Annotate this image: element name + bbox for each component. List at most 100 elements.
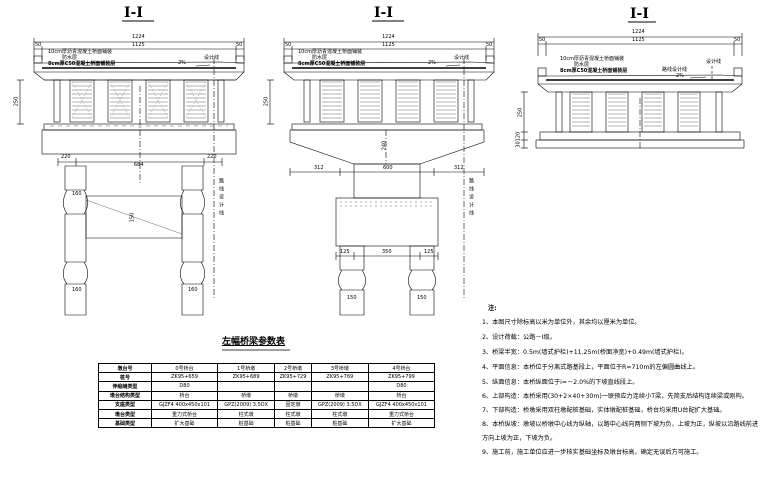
pile-dim-5: 150 — [417, 295, 427, 301]
table-row: 墩台结构类型 桥台 桥墩 桥墩 桥墩 桥台 — [98, 390, 436, 401]
pier-dim-2: 150 — [129, 212, 136, 223]
route-line-label: 路线设计线 — [218, 178, 224, 218]
notes-heading: 注: — [488, 305, 497, 312]
table-cell: ZK95+799 — [367, 372, 436, 383]
table-row: 伸缩缝类型 D80 D80 — [98, 381, 436, 392]
section-1-drawing — [17, 20, 245, 316]
note-item: 5、纵面信息：本桥纵面位于i=－2.0%的下坡直线段上。 — [482, 379, 639, 386]
cap-dim-left: 220 — [61, 154, 71, 160]
table-cell: 桥台 — [150, 390, 219, 401]
bridge-parameter-table: 墩台号 0号桥台 1号桥墩 2号桥墩 3号桥墩 4号桥台 桩号 ZK95+659… — [98, 362, 436, 429]
table-cell: 扩大基础 — [150, 418, 219, 429]
table-cell: 墩台类型 — [98, 408, 152, 420]
base-dim-2: 30 — [515, 141, 522, 148]
dim-mid: 1125 — [132, 42, 145, 48]
table-row: 墩台号 0号桥台 1号桥墩 2号桥墩 3号桥墩 4号桥台 — [98, 362, 436, 374]
note-item: 2、设计荷载：公路－I级。 — [482, 334, 556, 341]
table-cell: 固定墩 — [274, 399, 312, 410]
table-title: 左幅桥梁参数表 — [222, 337, 286, 347]
design-line-label: 设计线 — [204, 55, 220, 61]
note-item: 6、上部构造：本桥采用(30+2×40+30m)一联预应力连续小T梁，先简支后结… — [482, 393, 748, 400]
slope-label: 2% — [676, 73, 684, 79]
table-cell: GPZ(2009) 3.5DX — [217, 399, 276, 410]
table-cell: 重力式桥台 — [150, 408, 219, 420]
pile-dim-4: 150 — [347, 295, 357, 301]
table-cell: 4号桥台 — [367, 362, 436, 374]
dim-mid: 1125 — [382, 42, 395, 48]
table-cell: 桩基础 — [274, 418, 312, 429]
table-cell: 支座类型 — [98, 399, 152, 410]
table-cell: 0号桥台 — [150, 362, 219, 374]
design-line-label: 设计线 — [706, 59, 722, 65]
table-cell: ZK95+689 — [217, 372, 276, 383]
table-cell: 基础类型 — [98, 418, 152, 429]
note-item: 3、桥梁半宽：0.5m(墙式护栏)+11.25m(桥面净宽)+0.49m(墙式护… — [482, 349, 688, 356]
route-design-line-label: 路线设计线 — [662, 67, 688, 73]
table-row: 墩台类型 重力式桥台 柱式墩 柱式墩 柱式墩 重力式桥台 — [98, 408, 436, 420]
table-cell: 墩台结构类型 — [98, 390, 152, 401]
layer-label-2: 防水层 — [62, 55, 78, 61]
section-1-title: I-I — [124, 5, 143, 21]
cap-dim-right: 220 — [207, 154, 217, 160]
pier-dim-3: 160 — [72, 287, 82, 293]
note-item: 方向上坡为正，下坡为负。 — [482, 435, 557, 442]
dim-total: 1224 — [382, 34, 395, 40]
cap-dim-right: 312 — [454, 165, 464, 171]
cap-dim-left: 312 — [314, 165, 324, 171]
table-cell — [274, 381, 312, 392]
layer-label-2: 防水层 — [574, 62, 590, 68]
note-item: 7、下部构造：桥墩采用双柱墩配桩基础，实体墩配桩基础，桥台均采用U台配扩大基础。 — [482, 407, 726, 414]
table-row: 桩号 ZK95+659 ZK95+689 ZK95+729 ZK95+769 Z… — [98, 372, 436, 383]
pile-dim-1: 125 — [340, 249, 350, 255]
table-row: 基础类型 扩大基础 桩基础 桩基础 桩基础 扩大基础 — [98, 418, 436, 429]
table-cell: 桥墩 — [310, 390, 369, 401]
section-3-title: I-I — [630, 6, 649, 22]
table-cell: 桩基础 — [310, 418, 369, 429]
table-cell: 桩基础 — [217, 418, 276, 429]
layer-label-3: 8cm厚C50混凝土桥面铺装层 — [48, 61, 116, 67]
table-cell: 柱式墩 — [274, 408, 312, 420]
table-cell — [310, 381, 369, 392]
route-line-label: 路线设计线 — [468, 178, 474, 218]
dim-total: 1224 — [132, 34, 145, 40]
table-cell: ZK95+769 — [310, 372, 369, 383]
section-2-drawing — [267, 20, 495, 316]
table-cell: 桩号 — [98, 372, 152, 383]
table-row: 支座类型 GJZF4 400x450x101 GPZ(2009) 3.5DX 固… — [98, 399, 436, 410]
pier-dim-1: 160 — [72, 191, 82, 197]
dim-left: 50 — [35, 42, 42, 48]
table-cell: 墩台号 — [98, 362, 152, 374]
layer-label-1: 10cm厚沥青混凝土桥面铺装 — [48, 49, 112, 55]
table-cell — [217, 381, 276, 392]
pile-dim-2: 350 — [382, 249, 392, 255]
dim-right: 50 — [734, 37, 741, 43]
slope-label: 2% — [178, 60, 186, 66]
table-cell: D80 — [367, 381, 436, 392]
slope-label: 2% — [428, 60, 436, 66]
cap-height-label: 240 — [381, 140, 388, 151]
girder-height-label: 250 — [13, 96, 20, 107]
table-cell: D80 — [150, 381, 219, 392]
table-cell: 桥墩 — [217, 390, 276, 401]
dim-left: 50 — [285, 42, 292, 48]
table-cell: ZK95+729 — [274, 372, 312, 383]
table-cell: 3号桥墩 — [310, 362, 369, 374]
base-dim-1: 120 — [515, 131, 522, 142]
table-cell: 桥台 — [367, 390, 436, 401]
table-cell: 重力式桥台 — [367, 408, 436, 420]
layer-label-1: 10cm厚沥青混凝土桥面铺装 — [560, 56, 624, 62]
note-item: 9、施工前，施工单位应进一步核实基础坐标及墩台标高，确定无误后方可施工。 — [482, 449, 703, 456]
note-item: 8、本桥纵坡：墩坡以桥墩中心线为纵轴，以路中心线向两侧下坡为负，上坡为正，纵坡以… — [482, 421, 759, 428]
cap-dim-mid: 600 — [383, 165, 393, 171]
girder-height-label: 250 — [263, 96, 270, 107]
dim-right: 50 — [236, 42, 243, 48]
table-cell: GJZF4 400x450x101 — [367, 399, 436, 410]
table-cell: GPZ(2009) 3.5DX — [310, 399, 369, 410]
cap-dim-mid: 684 — [134, 162, 144, 168]
table-cell: 伸缩缝类型 — [98, 381, 152, 392]
section-2-title: I-I — [374, 5, 393, 21]
layer-label-2: 防水层 — [312, 55, 328, 61]
table-cell: 扩大基础 — [367, 418, 436, 429]
layer-label-1: 10cm厚沥青混凝土桥面铺装 — [298, 49, 362, 55]
